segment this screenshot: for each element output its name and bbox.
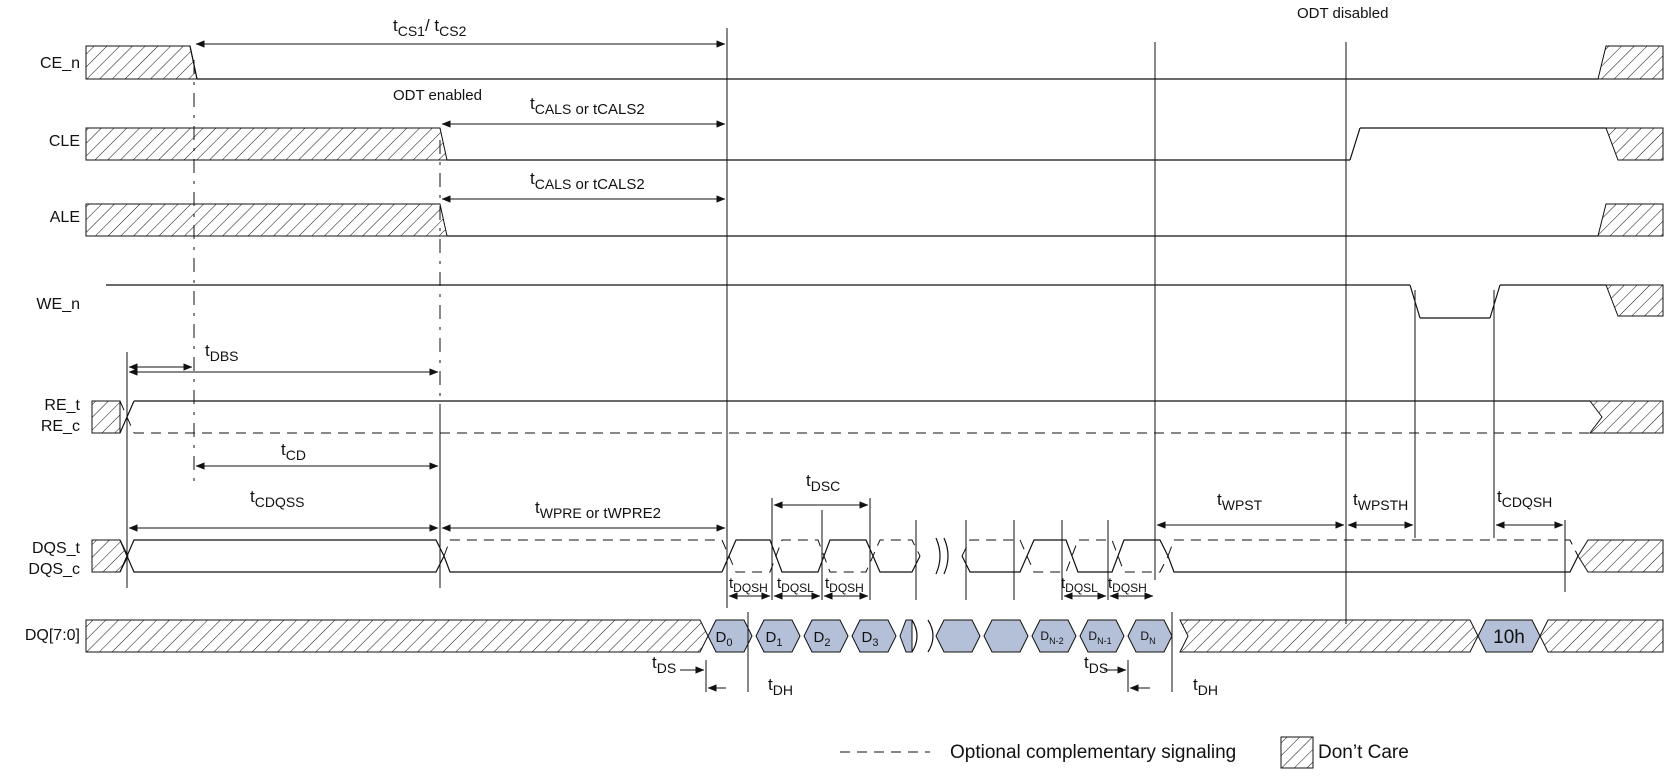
legend-dont-care-label: Don’t Care — [1318, 742, 1409, 763]
tcdqss-label: tCDQSS — [250, 487, 305, 510]
tds-label-1: tDS — [652, 653, 676, 676]
dq-waveform — [85, 619, 1664, 653]
tdbs-label: tDBS — [205, 341, 239, 364]
odt-disabled-note: ODT disabled — [1297, 5, 1388, 22]
data-cell-gap-c — [983, 619, 1029, 653]
tdh-label-1: tDH — [768, 675, 793, 698]
data-cell-d2 — [803, 619, 849, 653]
data-label-dn1: DN-1 — [1088, 629, 1111, 646]
timing-arrows — [128, 40, 1564, 692]
data-cell-10h — [1477, 619, 1541, 653]
legend-optional-label: Optional complementary signaling — [950, 742, 1236, 763]
data-label-d0: D0 — [716, 629, 733, 649]
re-c-label: RE_c — [41, 418, 80, 435]
reference-lines — [126, 28, 1566, 692]
cle-label: CLE — [49, 133, 80, 150]
tcs-label: tCS1/ tCS2 — [393, 16, 467, 39]
re-waveform — [91, 400, 1664, 434]
twpsth-label: tWPSTH — [1353, 490, 1408, 513]
tds-label-2: tDS — [1084, 653, 1108, 676]
data-cell-gap-a — [899, 619, 913, 653]
dqs-c-label: DQS_c — [28, 561, 80, 578]
tdh-label-2: tDH — [1193, 675, 1218, 698]
legend: Optional complementary signaling Don’t C… — [840, 736, 1409, 769]
data-label-dn2: DN-2 — [1040, 629, 1063, 646]
tdqsh-label-2: tDQSH — [825, 575, 864, 595]
twpre-label: tWPRE or tWPRE2 — [535, 498, 661, 522]
dq-cell-labels: D0 D1 D2 D3 DN-2 DN-1 DN 10h — [716, 627, 1525, 649]
tdsc-label: tDSC — [806, 471, 840, 494]
ale-label: ALE — [50, 209, 80, 226]
data-label-d3: D3 — [862, 629, 879, 649]
tdqsl-label-1: tDQSL — [777, 575, 814, 595]
ale-waveform — [85, 203, 1664, 237]
tcd-label: tCD — [281, 440, 306, 463]
data-cell-d0 — [707, 619, 753, 653]
tdqsh-label-1: tDQSH — [729, 575, 768, 595]
dqs-t-label: DQS_t — [32, 540, 81, 557]
we-n-waveform — [106, 284, 1664, 319]
we-n-label: WE_n — [36, 296, 80, 313]
dq-data-cells — [707, 619, 1541, 653]
tcals-cle-label: tCALS or tCALS2 — [530, 94, 645, 118]
dqs-waveform — [91, 537, 1664, 575]
data-cell-gap-b — [935, 619, 981, 653]
ce-n-label: CE_n — [40, 55, 80, 72]
tcdqsh-label: tCDQSH — [1497, 487, 1552, 510]
data-label-10h: 10h — [1493, 627, 1525, 648]
legend-hatch-swatch-icon — [1280, 736, 1314, 769]
tdqsl-label-2: tDQSL — [1061, 575, 1098, 595]
ce-n-waveform — [85, 45, 1664, 80]
data-cell-dn1 — [1079, 619, 1125, 653]
data-label-d2: D2 — [814, 629, 831, 649]
timing-labels: tCS1/ tCS2 ODT enabled ODT disabled tCAL… — [205, 5, 1552, 698]
data-label-d1: D1 — [766, 629, 783, 649]
dq-label: DQ[7:0] — [25, 627, 80, 644]
data-cell-dn2 — [1031, 619, 1077, 653]
odt-enabled-note: ODT enabled — [393, 87, 482, 104]
re-t-label: RE_t — [44, 397, 80, 414]
data-label-dn: DN — [1140, 629, 1155, 646]
cle-waveform — [85, 127, 1664, 161]
tcals-ale-label: tCALS or tCALS2 — [530, 169, 645, 193]
tdqsh-label-3: tDQSH — [1108, 575, 1147, 595]
data-cell-d1 — [755, 619, 801, 653]
twpst-label: tWPST — [1217, 490, 1263, 513]
data-cell-d3 — [851, 619, 897, 653]
